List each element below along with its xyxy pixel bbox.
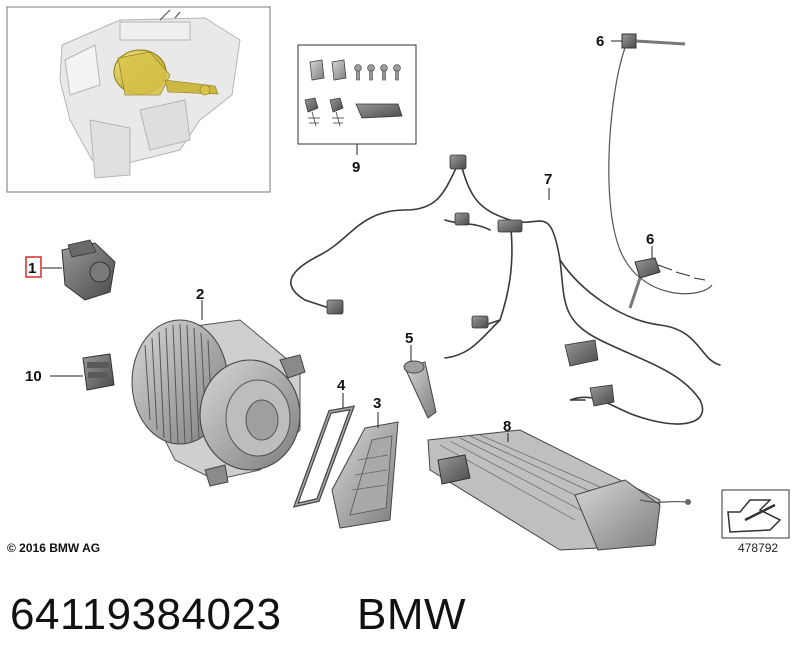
part-8-heater: [427, 429, 691, 551]
callout-5[interactable]: 5: [405, 330, 413, 347]
callout-labels: 1 2 3 4 5 6 6 7 8 9 10: [25, 33, 654, 435]
highlighted-blower: [113, 49, 219, 96]
callout-10[interactable]: 10: [25, 368, 42, 385]
callout-4[interactable]: 4: [337, 377, 346, 394]
part-7-wiring-harness: [290, 154, 721, 425]
callout-6-middle[interactable]: 6: [646, 231, 654, 248]
part-2-blower-motor: [131, 300, 306, 487]
direction-arrow-icon: [721, 489, 790, 539]
part-6-sensor-middle: [628, 246, 706, 309]
callout-3[interactable]: 3: [373, 395, 381, 412]
brand-name: BMW: [357, 590, 467, 639]
part-1-module: [42, 239, 116, 301]
callout-6-top[interactable]: 6: [596, 33, 604, 50]
copyright-notice: © 2016 BMW AG: [7, 541, 101, 555]
part-10-connector: [50, 353, 115, 391]
callout-7[interactable]: 7: [544, 171, 552, 188]
part-3-output-stage: [331, 412, 399, 529]
callout-8[interactable]: 8: [503, 418, 511, 435]
callout-9[interactable]: 9: [352, 159, 360, 176]
part-9-hardware-kit: [297, 44, 417, 155]
diagram-image-number: 478792: [738, 541, 779, 555]
part-6-sensor-top: [608, 33, 713, 295]
overview-thumbnail: [6, 6, 271, 193]
part-5-sensor: [403, 345, 437, 419]
part-number: 64119384023: [10, 590, 282, 639]
callout-1[interactable]: 1: [28, 260, 36, 277]
callout-2[interactable]: 2: [196, 286, 204, 303]
part-4-gasket: [292, 393, 356, 508]
callout-1-highlight: [25, 256, 42, 278]
